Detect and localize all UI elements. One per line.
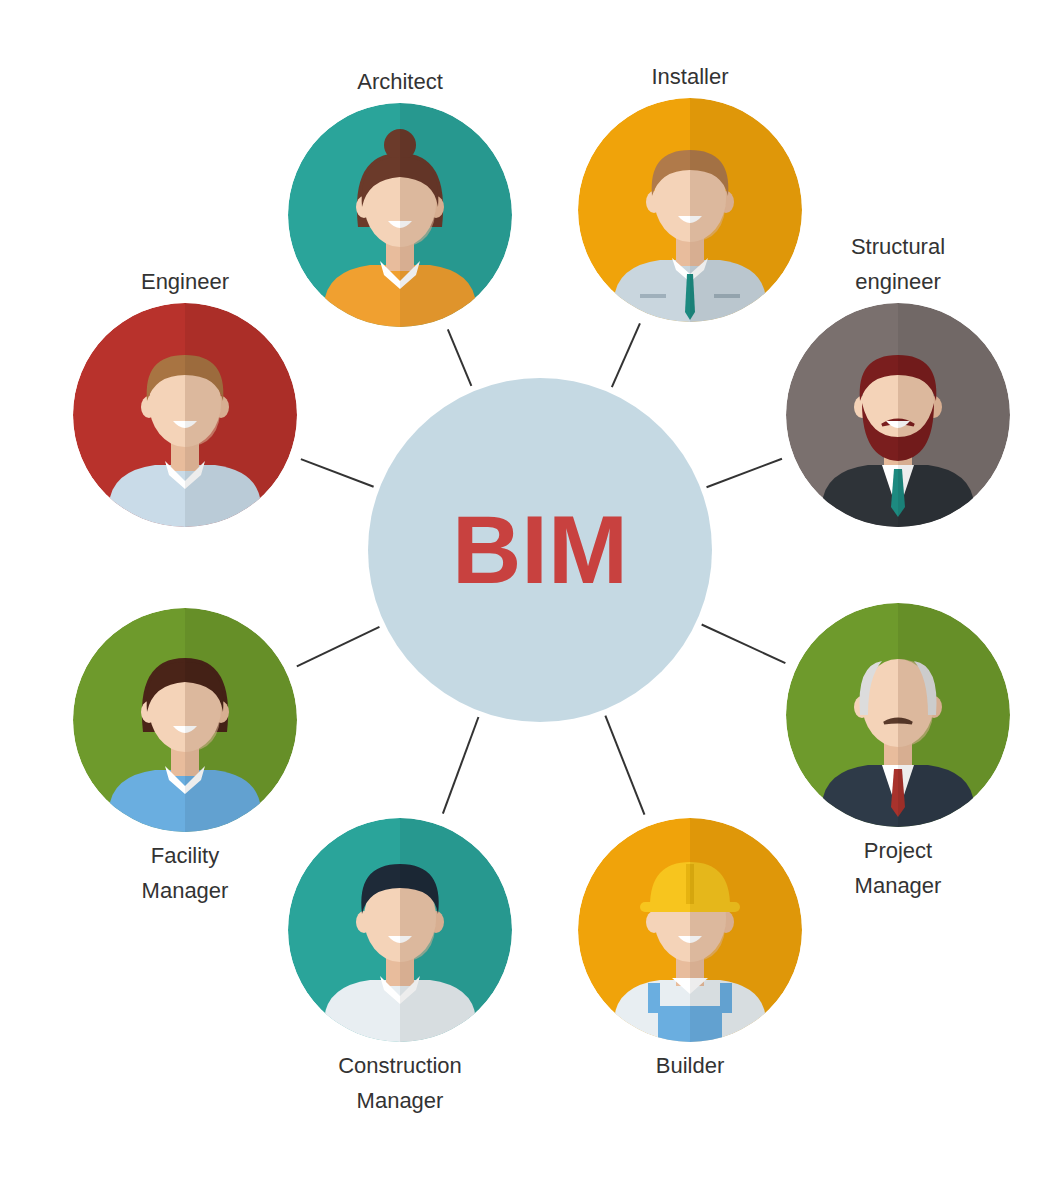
role-label: Structural engineer: [823, 229, 973, 299]
half-shade: [185, 608, 297, 832]
avatar-illustration: [288, 103, 512, 327]
half-shade: [185, 303, 297, 527]
role-circle: Builder: [578, 818, 802, 1042]
hub-fill: [368, 378, 712, 722]
avatar-background: [288, 818, 512, 1042]
connector-line: [612, 323, 640, 387]
role-circle: Project Manager: [786, 603, 1010, 827]
connector-line: [707, 459, 782, 487]
half-shade: [400, 818, 512, 1042]
connector-line: [702, 625, 786, 664]
connector-line: [605, 716, 644, 815]
overalls-strap: [648, 983, 660, 1013]
role-label: Facility Manager: [115, 838, 255, 908]
avatar-background: [786, 603, 1010, 827]
hub-title: BIM: [368, 378, 712, 722]
avatar-background: [578, 818, 802, 1042]
avatar-illustration: [73, 303, 297, 527]
person-figure: [73, 303, 297, 527]
avatar-background: [578, 98, 802, 322]
half-shade: [400, 103, 512, 327]
avatar-illustration: [578, 98, 802, 322]
role-label: Architect: [280, 64, 520, 99]
avatar-background: [73, 303, 297, 527]
connector-line: [443, 717, 479, 814]
connector-line: [301, 459, 374, 487]
avatar-illustration: [73, 608, 297, 832]
role-circle: Architect: [288, 103, 512, 327]
person-figure: [73, 608, 297, 832]
role-circle: Installer: [578, 98, 802, 322]
half-shade: [690, 818, 802, 1042]
pocket: [640, 294, 666, 298]
avatar-background: [288, 103, 512, 327]
half-shade: [898, 303, 1010, 527]
role-circle: Engineer: [73, 303, 297, 527]
role-label: Installer: [570, 59, 810, 94]
person-figure: [578, 98, 802, 322]
avatar-illustration: [786, 603, 1010, 827]
person-figure: [288, 818, 512, 1042]
person-figure: [786, 603, 1010, 827]
role-circle: Structural engineer: [786, 303, 1010, 527]
role-circle: Construction Manager: [288, 818, 512, 1042]
avatar-illustration: [288, 818, 512, 1042]
avatar-background: [786, 303, 1010, 527]
role-label: Project Manager: [828, 833, 968, 903]
person-figure: [578, 818, 802, 1042]
person-figure: [786, 303, 1010, 527]
hair-side: [859, 661, 882, 715]
role-label: Engineer: [65, 264, 305, 299]
role-circle: Facility Manager: [73, 608, 297, 832]
connector-line: [448, 329, 472, 385]
half-shade: [690, 98, 802, 322]
hub-circle: BIM: [368, 378, 712, 722]
avatar-illustration: [786, 303, 1010, 527]
role-label: Builder: [570, 1048, 810, 1083]
role-label: Construction Manager: [300, 1048, 500, 1118]
avatar-illustration: [578, 818, 802, 1042]
person-figure: [288, 103, 512, 327]
half-shade: [898, 603, 1010, 827]
avatar-background: [73, 608, 297, 832]
connector-line: [297, 627, 380, 667]
